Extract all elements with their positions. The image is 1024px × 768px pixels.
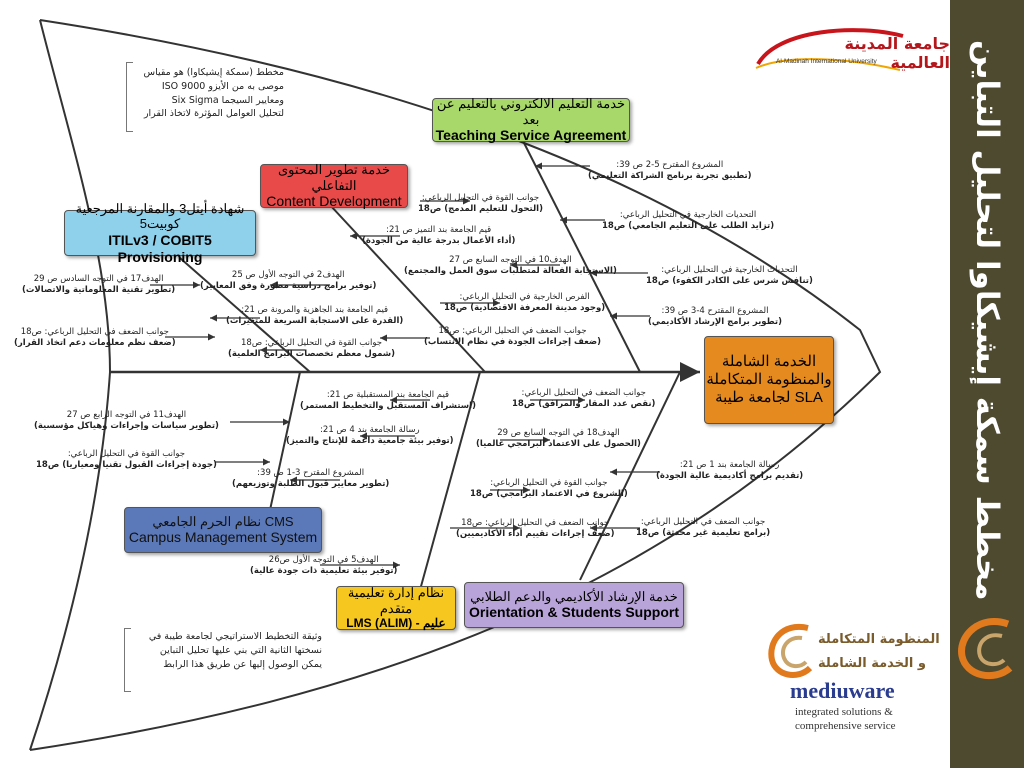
fishbone-skeleton: [29, 19, 882, 751]
mediuware-name: mediuware: [790, 678, 895, 703]
university-name-ar: جامعة المدينة العالمية: [844, 34, 950, 72]
rib: [519, 134, 641, 373]
mediuware-logo-icon: [768, 623, 813, 678]
itil-cobit-box[interactable]: شهادة أيتل3 والمقارنة المرجعية كوبيت5 IT…: [64, 201, 256, 265]
mediuware-tagline-ar-2: و الخدمة الشاملة: [818, 656, 926, 671]
cause-label: جوانب القوة في التحليل الرباعي:(جودة إجر…: [36, 449, 217, 470]
fish-tail-bottom: [29, 371, 111, 751]
content-development-box[interactable]: خدمة تطوير المحتوى التفاعلي Content Deve…: [260, 162, 408, 209]
fish-tail-top: [39, 19, 111, 373]
cms-box[interactable]: نظام الحرم الجامعي CMS Campus Management…: [124, 507, 322, 553]
rib: [269, 371, 301, 511]
cause-label: الهدف2 في التوجه الأول ص 25(توفير برامج …: [200, 270, 377, 291]
rib: [179, 257, 311, 373]
mediuware-sub-1: integrated solutions &: [795, 706, 893, 718]
cause-label: المشروع المقترح 5-2 ص 39:(تطبيق تجربة بر…: [588, 160, 752, 181]
cause-label: الفرص الخارجية في التحليل الرباعي:(وجود …: [444, 292, 606, 313]
cause-label: جوانب الضعف في التحليل الرباعي:(نقص عدد …: [512, 388, 656, 409]
cause-label: قيم الجامعة بند التميز ص 21:(أداء الأعما…: [362, 225, 516, 246]
cause-label: الهدف10 في التوجه السابع ص 27(الاستجابة …: [404, 255, 617, 276]
sidebar-logo-icon: [958, 618, 1013, 680]
university-name-en: Al-Madinah International University: [776, 58, 877, 65]
cause-label: الهدف17 في التوجه السادس ص 29(تطوير تقني…: [22, 274, 176, 295]
fish-body-outline: [29, 19, 882, 751]
cause-label: رسالة الجامعة بند 4 ص 21:(توفير بيئة جام…: [286, 425, 454, 446]
sla-head-box[interactable]: الخدمة الشاملة والمنظومة المتكاملة لجامع…: [704, 336, 834, 424]
note-bracket: [126, 62, 133, 132]
cause-label: جوانب الضعف في التحليل الرباعي:(برامج تع…: [636, 517, 771, 538]
cause-label: الهدف11 في التوجه الرابع ص 27(تطوير سياس…: [34, 410, 219, 431]
cause-label: جوانب الضعف في التحليل الرباعي: ص18(ضعف …: [456, 518, 615, 539]
lms-box[interactable]: نظام إدارة تعليمية متقدم LMS (ALIM) - عل…: [336, 585, 456, 630]
orientation-box[interactable]: خدمة الإرشاد الأكاديمي والدعم الطلابي Or…: [464, 582, 684, 628]
cause-label: الهدف5 في التوجه الأول ص26(توفير بيئة تع…: [250, 555, 398, 576]
cause-label: رسالة الجامعة بند 1 ص 21:(تقديم برامج أك…: [656, 460, 804, 481]
mediuware-tagline-ar-1: المنظومة المتكاملة: [818, 632, 940, 647]
rib: [419, 371, 481, 591]
mediuware-sub-2: comprehensive service: [795, 720, 896, 732]
slide-canvas: جامعة المدينة العالمية Al-Madinah Intern…: [14, 19, 950, 751]
bottom-note: وثيقة التخطيط الاستراتيجي لجامعة طيبة في…: [148, 631, 322, 670]
cause-label: جوانب الضعف في التحليل الرباعي: ص18(ضعف …: [14, 327, 176, 348]
rib: [579, 371, 681, 581]
cause-label: الهدف18 في التوجه السابع ص 29(الحصول على…: [476, 428, 641, 449]
cause-label: التحديات الخارجية في التحليل الرباعي:(تز…: [602, 210, 775, 231]
teaching-service-box[interactable]: خدمة التعليم الالكتروني بالتعليم عن بعد …: [432, 96, 630, 143]
cause-label: قيم الجامعة بند الجاهزية والمرونة ص 21:(…: [226, 305, 404, 326]
cause-label: جوانب القوة في التحليل الرباعي:(التحول ل…: [418, 193, 543, 214]
cause-label: قيم الجامعة بند المستقبلية ص 21:(استشراف…: [300, 390, 476, 411]
cause-label: جوانب القوة في التحليل الرباعي: ص18(شمول…: [228, 338, 396, 359]
note-bracket: [124, 628, 131, 692]
cause-label: جوانب الضعف في التحليل الرباعي: ص18(ضعف …: [424, 326, 602, 347]
university-logo: [755, 28, 904, 71]
cause-label: جوانب القوة في التحليل الرباعي:(الشروع ف…: [470, 478, 628, 499]
cause-label: التحديات الخارجية في التحليل الرباعي:(تن…: [646, 265, 813, 286]
top-note: مخطط (سمكة إيشيكاوا) هو مقياس موصى به من…: [143, 67, 284, 120]
slide-title: مخطط سمكة إيشيكاوا لتحليل التباين: [969, 39, 1005, 601]
cause-label: المشروع المقترح 4-3 ص 39:(تطوير برامج ال…: [648, 306, 782, 327]
cause-label: المشروع المقترح 3-1 ص 39:(تطوير معايير ق…: [232, 468, 390, 489]
